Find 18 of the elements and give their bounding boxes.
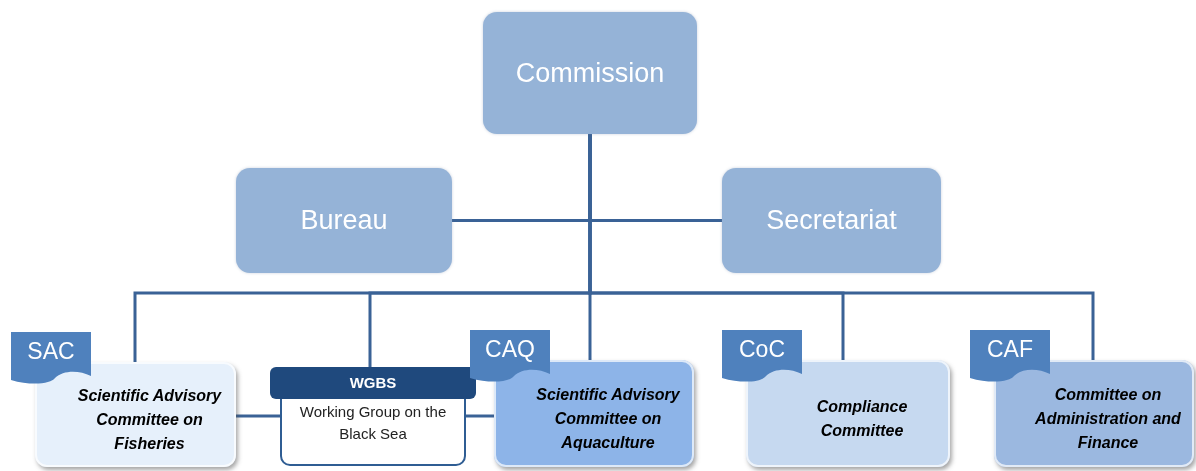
box-title: Secretariat <box>766 205 897 236</box>
group-name: Working Group on the Black Sea <box>298 402 448 444</box>
committee-name: Committee on Administration and Finance <box>1034 384 1182 453</box>
box-title: Commission <box>515 57 665 89</box>
banner-label: CoC <box>722 330 802 382</box>
banner-label: SAC <box>11 332 91 384</box>
org-box <box>483 12 697 134</box>
box-title: Bureau <box>300 205 388 236</box>
org-box <box>236 168 452 273</box>
org-box <box>722 168 941 273</box>
committee-name: Scientific Advisory Committee on Fisheries <box>76 385 223 454</box>
banner-label: CAF <box>970 330 1050 382</box>
banner-label: CAQ <box>470 330 550 382</box>
committee-name: Compliance Committee <box>815 396 909 441</box>
header-bar: WGBS <box>270 367 476 399</box>
committee-name: Scientific Advisory Committee on Aquaculture <box>535 384 681 453</box>
connector-line <box>236 414 280 418</box>
connector-line <box>466 414 494 418</box>
